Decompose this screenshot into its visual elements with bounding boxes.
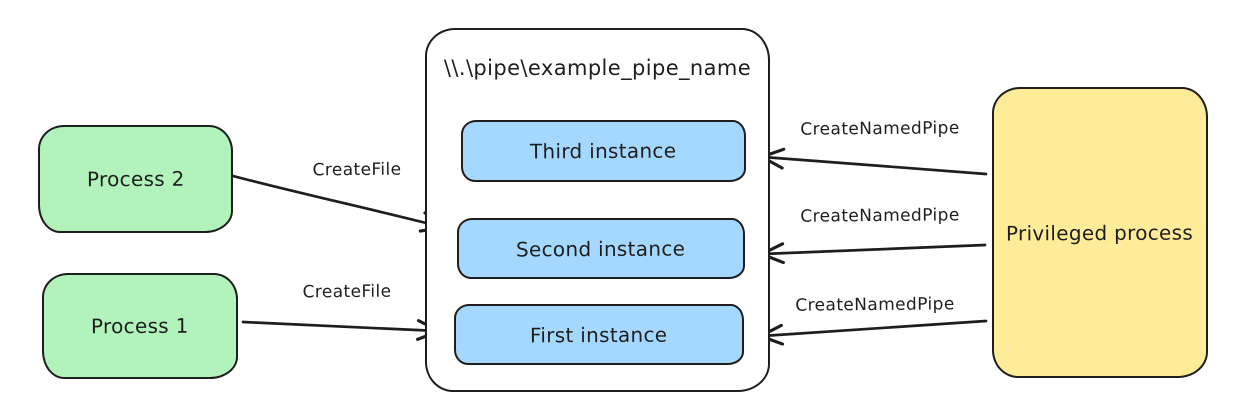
third-instance-label: Third instance [530, 138, 677, 164]
createnamedpipe-label-top: CreateNamedPipe [800, 118, 960, 140]
process-1-box: Process 1 [42, 273, 238, 379]
arrow-createnamedpipe-first [759, 319, 988, 346]
second-instance-label: Second instance [516, 236, 686, 261]
createnamedpipe-label-bottom: CreateNamedPipe [795, 294, 955, 316]
first-instance-label: First instance [530, 322, 668, 347]
arrow-createfile-process1 [241, 319, 441, 341]
second-instance-box: Second instance [457, 218, 745, 279]
arrow-createnamedpipe-third [760, 147, 988, 176]
createfile-label-bottom: CreateFile [302, 281, 392, 303]
privileged-process-box: Privileged process [992, 87, 1208, 378]
process-2-label: Process 2 [86, 166, 185, 192]
process-2-box: Process 2 [38, 125, 233, 233]
privileged-process-label: Privileged process [1006, 220, 1194, 245]
createfile-label-top: CreateFile [312, 159, 402, 181]
createnamedpipe-label-middle: CreateNamedPipe [800, 205, 960, 227]
pipe-container-box: \\.\pipe\example_pipe_name Third instanc… [425, 28, 770, 392]
arrow-createfile-process2 [231, 174, 445, 233]
third-instance-box: Third instance [461, 120, 746, 182]
first-instance-box: First instance [454, 304, 744, 365]
arrow-createnamedpipe-second [760, 242, 987, 265]
pipe-name-title: \\.\pipe\example_pipe_name [443, 56, 752, 80]
process-1-label: Process 1 [91, 313, 189, 339]
